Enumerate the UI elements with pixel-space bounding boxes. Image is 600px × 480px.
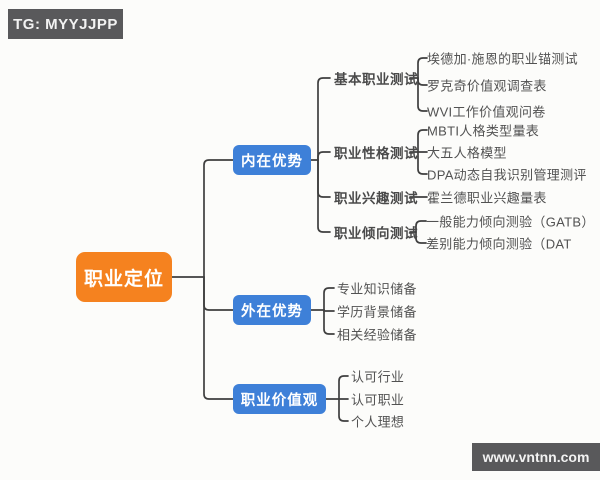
site-watermark-badge: www.vntnn.com — [472, 443, 600, 471]
tg-watermark-badge: TG: MYYJJPP — [8, 9, 123, 39]
leaf-node[interactable]: WVI工作价值观问卷 — [427, 104, 546, 120]
leaf-node[interactable]: 相关经验储备 — [337, 327, 417, 343]
leaf-node[interactable]: 认可职业 — [351, 392, 405, 408]
leaf-node[interactable]: 罗克奇价值观调查表 — [427, 78, 547, 94]
branch-node-inner-strengths[interactable]: 内在优势 — [233, 145, 311, 175]
branch-node-external-strengths[interactable]: 外在优势 — [233, 295, 311, 325]
leaf-node[interactable]: 专业知识储备 — [337, 281, 417, 297]
leaf-node[interactable]: 个人理想 — [351, 414, 405, 430]
root-node-career-positioning[interactable]: 职业定位 — [76, 252, 172, 302]
node-personality-tests[interactable]: 职业性格测试 — [334, 146, 418, 161]
leaf-node[interactable]: 霍兰德职业兴趣量表 — [427, 190, 547, 206]
leaf-node[interactable]: 一般能力倾向测验（GATB） — [426, 214, 595, 230]
node-basic-career-tests[interactable]: 基本职业测试 — [334, 72, 418, 87]
leaf-node[interactable]: DPA动态自我识别管理测评 — [427, 167, 587, 183]
leaf-node[interactable]: 埃德加·施恩的职业锚测试 — [427, 51, 578, 67]
leaf-node[interactable]: 大五人格模型 — [427, 145, 507, 161]
node-interest-tests[interactable]: 职业兴趣测试 — [334, 191, 418, 206]
leaf-node[interactable]: MBTI人格类型量表 — [427, 123, 540, 139]
branch-node-career-values[interactable]: 职业价值观 — [233, 384, 326, 414]
node-aptitude-tests[interactable]: 职业倾向测试 — [334, 226, 418, 241]
leaf-node[interactable]: 学历背景储备 — [337, 304, 417, 320]
leaf-node[interactable]: 差别能力倾向测验（DAT — [426, 236, 572, 252]
leaf-node[interactable]: 认可行业 — [351, 369, 405, 385]
